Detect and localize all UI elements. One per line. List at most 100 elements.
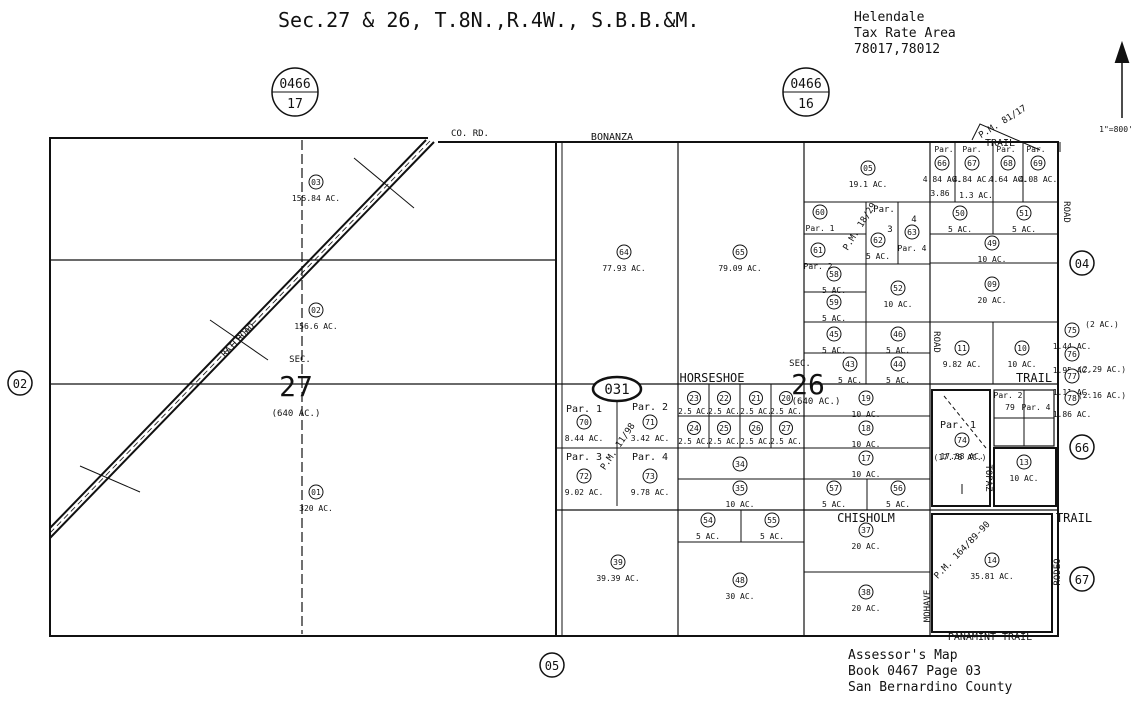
parcel-50[interactable]: 505 AC. <box>948 205 972 234</box>
parcel-area: 5 AC. <box>1012 225 1036 234</box>
parcel-44[interactable]: 445 AC. <box>886 356 910 385</box>
parcel-57[interactable]: 575 AC. <box>822 480 846 509</box>
small-lot-24[interactable]: 242.5 AC. <box>678 421 710 447</box>
parcel-67[interactable]: 674.84 AC. <box>953 155 992 184</box>
extra-a67b: 1.3 AC. <box>959 191 993 200</box>
road-mohave: MOHAVE <box>923 590 933 623</box>
parcel-number: 60 <box>815 208 825 217</box>
small-lot-27[interactable]: 272.5 AC. <box>770 421 802 447</box>
lot-number: 23 <box>689 394 699 403</box>
par-label-c1: Par. <box>934 145 953 154</box>
small-lot-22[interactable]: 222.5 AC. <box>708 391 740 417</box>
parcel-34[interactable]: 34 <box>732 456 748 472</box>
parcel-area: 10 AC. <box>978 255 1007 264</box>
parcel-number-circle <box>308 302 324 318</box>
parcel-59[interactable]: 595 AC. <box>822 294 846 323</box>
parcel-43[interactable]: 435 AC. <box>838 356 862 385</box>
par-label-79: Par. 2 <box>994 391 1023 400</box>
parcel-number: 70 <box>579 418 589 427</box>
railroad-line-a <box>49 139 427 529</box>
parcel-68[interactable]: 684.64 AC. <box>989 155 1028 184</box>
parcel-58[interactable]: 585 AC. <box>822 266 846 295</box>
parcel-area: 39.39 AC. <box>596 574 639 583</box>
par-label-4c: Par. 4 <box>1022 403 1051 412</box>
tax-rate-line-1: Helendale <box>854 10 925 25</box>
parcel-51[interactable]: 515 AC. <box>1012 205 1036 234</box>
lot-area: 2.5 AC. <box>740 437 772 446</box>
parcel-number: 05 <box>863 164 873 173</box>
parcel-49[interactable]: 49 10 AC. <box>978 235 1007 264</box>
parcel-area: 10 AC. <box>852 440 881 449</box>
parcel-number-circle <box>984 276 1000 292</box>
parcel-45[interactable]: 455 AC. <box>822 326 846 355</box>
parcel-number: 57 <box>829 484 839 493</box>
extra-a77: (2.29 AC.) <box>1078 365 1126 374</box>
parcel-number: 48 <box>735 576 745 585</box>
parcel-56[interactable]: 565 AC. <box>886 480 910 509</box>
lot-number-circle <box>717 421 731 435</box>
sec-26-label: SEC. <box>789 359 811 369</box>
parcel-number-circle <box>642 468 658 484</box>
parcel-73[interactable]: 739.78 AC. <box>631 468 670 497</box>
parcel-69[interactable]: 694.08 AC. <box>1019 155 1058 184</box>
footer-line-3: San Bernardino County <box>848 680 1013 695</box>
small-lot-21[interactable]: 212.5 AC. <box>740 391 772 417</box>
parcel-number: 49 <box>987 239 997 248</box>
parcel-number-circle <box>890 326 906 342</box>
small-lot-23[interactable]: 23 2.5 AC. <box>678 391 710 417</box>
parcel-66[interactable]: 664.84 AC. <box>923 155 962 184</box>
parcel-54[interactable]: 545 AC. <box>696 512 720 541</box>
parcel-number: 73 <box>645 472 655 481</box>
parcel-area: Par. 1 <box>806 224 835 233</box>
small-lot-20[interactable]: 202.5 AC. <box>770 391 802 417</box>
road-trail-mid: TRAIL <box>1016 371 1052 385</box>
sec-27-area: (640 AC.) <box>272 409 321 419</box>
parcel-number: 75 <box>1067 326 1077 335</box>
parcel-area: 5 AC. <box>886 500 910 509</box>
parcel-area: 5 AC. <box>822 346 846 355</box>
parcel-78[interactable]: 781.86 AC. <box>1053 390 1092 419</box>
par-label-74: Par. 1 <box>940 420 976 431</box>
lot-number-circle <box>687 421 701 435</box>
parcel-11[interactable]: 119.82 AC. <box>943 340 982 369</box>
parcel-area: 4.84 AC. <box>953 175 992 184</box>
extra-a66b: 3.86 <box>930 189 949 198</box>
small-lot-25[interactable]: 252.5 AC. <box>708 421 740 447</box>
parcel-70[interactable]: 708.44 AC. <box>565 414 604 443</box>
parcel-55[interactable]: 555 AC. <box>760 512 784 541</box>
parcel-72[interactable]: 729.02 AC. <box>565 468 604 497</box>
road-rodeo: RODEO <box>1053 558 1063 585</box>
parcel-number-circle <box>858 390 874 406</box>
parcel-71[interactable]: 713.42 AC. <box>631 414 670 443</box>
road-railroad: RAILROAD <box>220 322 257 360</box>
lot-area: 2.5 AC. <box>678 407 710 416</box>
parcel-46[interactable]: 465 AC. <box>886 326 910 355</box>
parcel-number-circle <box>984 552 1000 568</box>
parcel-area: 10 AC. <box>852 470 881 479</box>
small-lot-26[interactable]: 262.5 AC. <box>740 421 772 447</box>
parcel-62[interactable]: 625 AC. <box>866 232 890 261</box>
